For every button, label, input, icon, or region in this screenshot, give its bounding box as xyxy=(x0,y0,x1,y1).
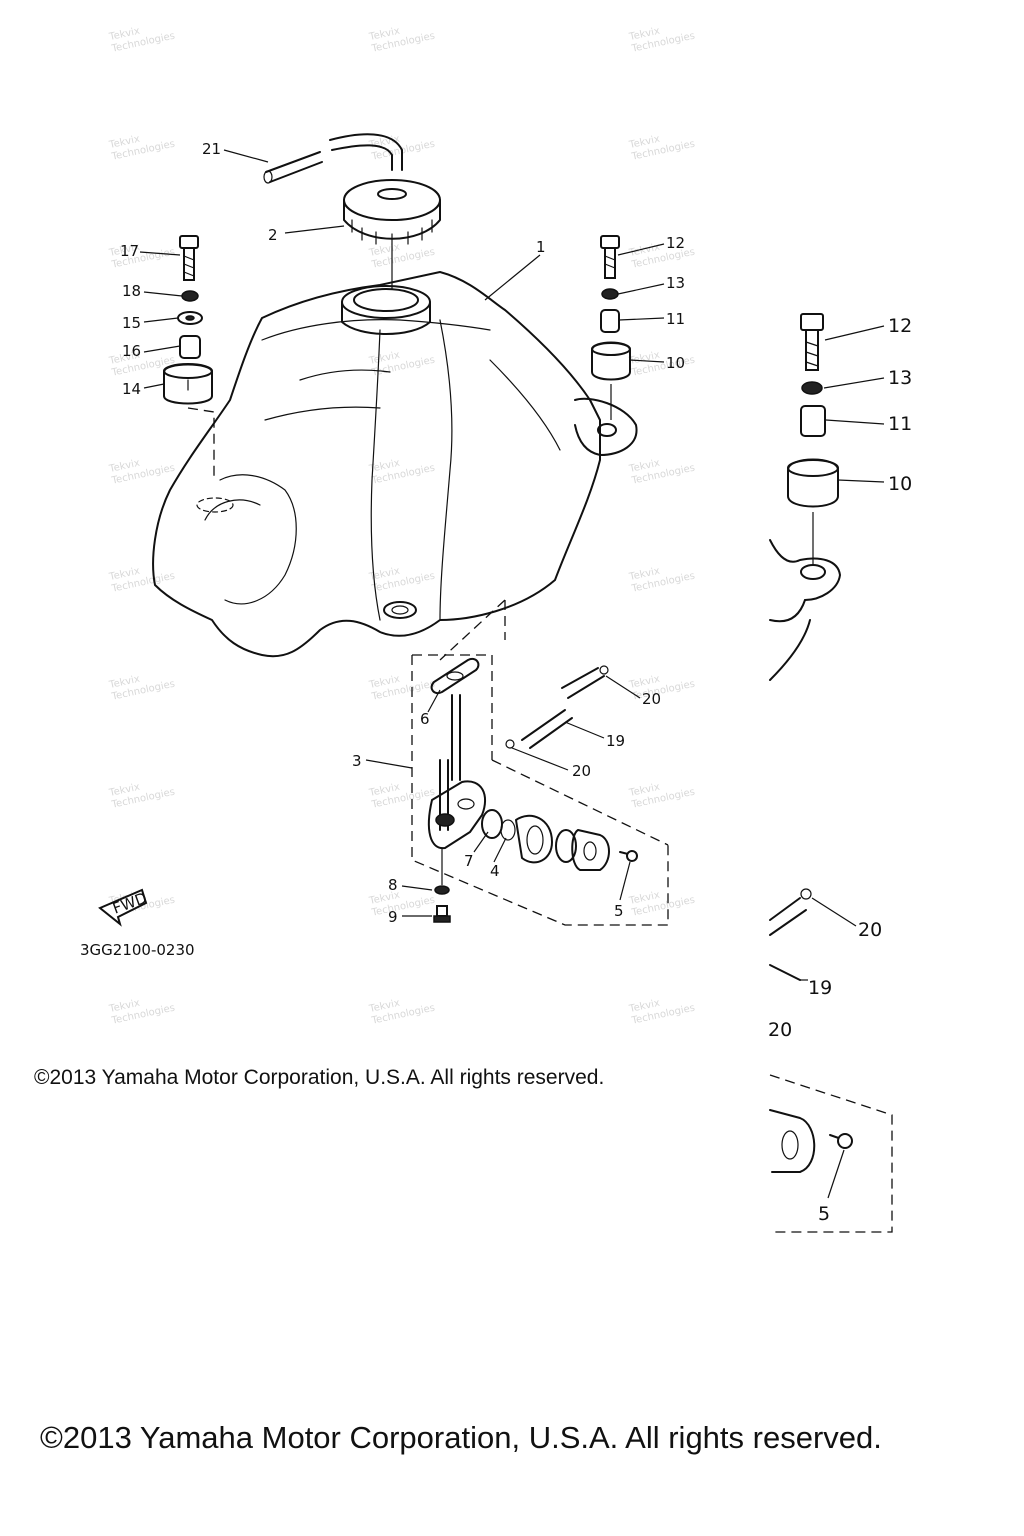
copyright-notice-large: ©2013 Yamaha Motor Corporation, U.S.A. A… xyxy=(40,1420,882,1455)
drawing-number: 3GG2100-0230 xyxy=(80,941,195,959)
breather-hose xyxy=(263,133,403,184)
callout-16: 16 xyxy=(122,342,141,360)
callout-leaders xyxy=(139,149,885,1199)
callout-5: 5 xyxy=(614,902,624,920)
copyright-notice-small: ©2013 Yamaha Motor Corporation, U.S.A. A… xyxy=(34,1066,605,1089)
detail-right-mount xyxy=(769,313,841,681)
callout-8: 8 xyxy=(388,876,398,894)
detail-callout-19: 19 xyxy=(808,977,832,999)
callout-6: 6 xyxy=(420,710,430,728)
callout-21: 21 xyxy=(202,140,221,158)
detail-callout-12: 12 xyxy=(888,315,912,337)
detail-callout-20-a: 20 xyxy=(858,919,882,941)
callout-9: 9 xyxy=(388,908,398,926)
detail-callout-20-b: 20 xyxy=(768,1019,792,1041)
callout-7: 7 xyxy=(464,852,474,870)
fuel-petcock-assembly xyxy=(411,599,669,926)
left-mount-stack xyxy=(163,235,215,480)
callout-2: 2 xyxy=(268,226,278,244)
callout-4: 4 xyxy=(490,862,500,880)
detail-callout-13: 13 xyxy=(888,367,912,389)
fuel-cap xyxy=(343,179,441,290)
callout-10: 10 xyxy=(666,354,685,372)
callout-19: 19 xyxy=(606,732,625,750)
callout-15: 15 xyxy=(122,314,141,332)
callout-20-a: 20 xyxy=(642,690,661,708)
detail-callout-10: 10 xyxy=(888,473,912,495)
callout-14: 14 xyxy=(122,380,141,398)
callout-numbers: 21 2 17 18 15 16 14 1 12 13 11 10 6 20 1… xyxy=(80,140,912,1225)
callout-13: 13 xyxy=(666,274,685,292)
callout-3: 3 xyxy=(352,752,362,770)
callout-11: 11 xyxy=(666,310,685,328)
callout-17: 17 xyxy=(120,242,139,260)
fuel-tank xyxy=(152,254,638,658)
callout-18: 18 xyxy=(122,282,141,300)
callout-1: 1 xyxy=(536,238,546,256)
detail-callout-5: 5 xyxy=(818,1203,830,1225)
detail-petcock-hoses xyxy=(769,888,893,1233)
right-mount-stack xyxy=(591,235,631,420)
detail-callout-11: 11 xyxy=(888,413,912,435)
callout-20-b: 20 xyxy=(572,762,591,780)
callout-12: 12 xyxy=(666,234,685,252)
